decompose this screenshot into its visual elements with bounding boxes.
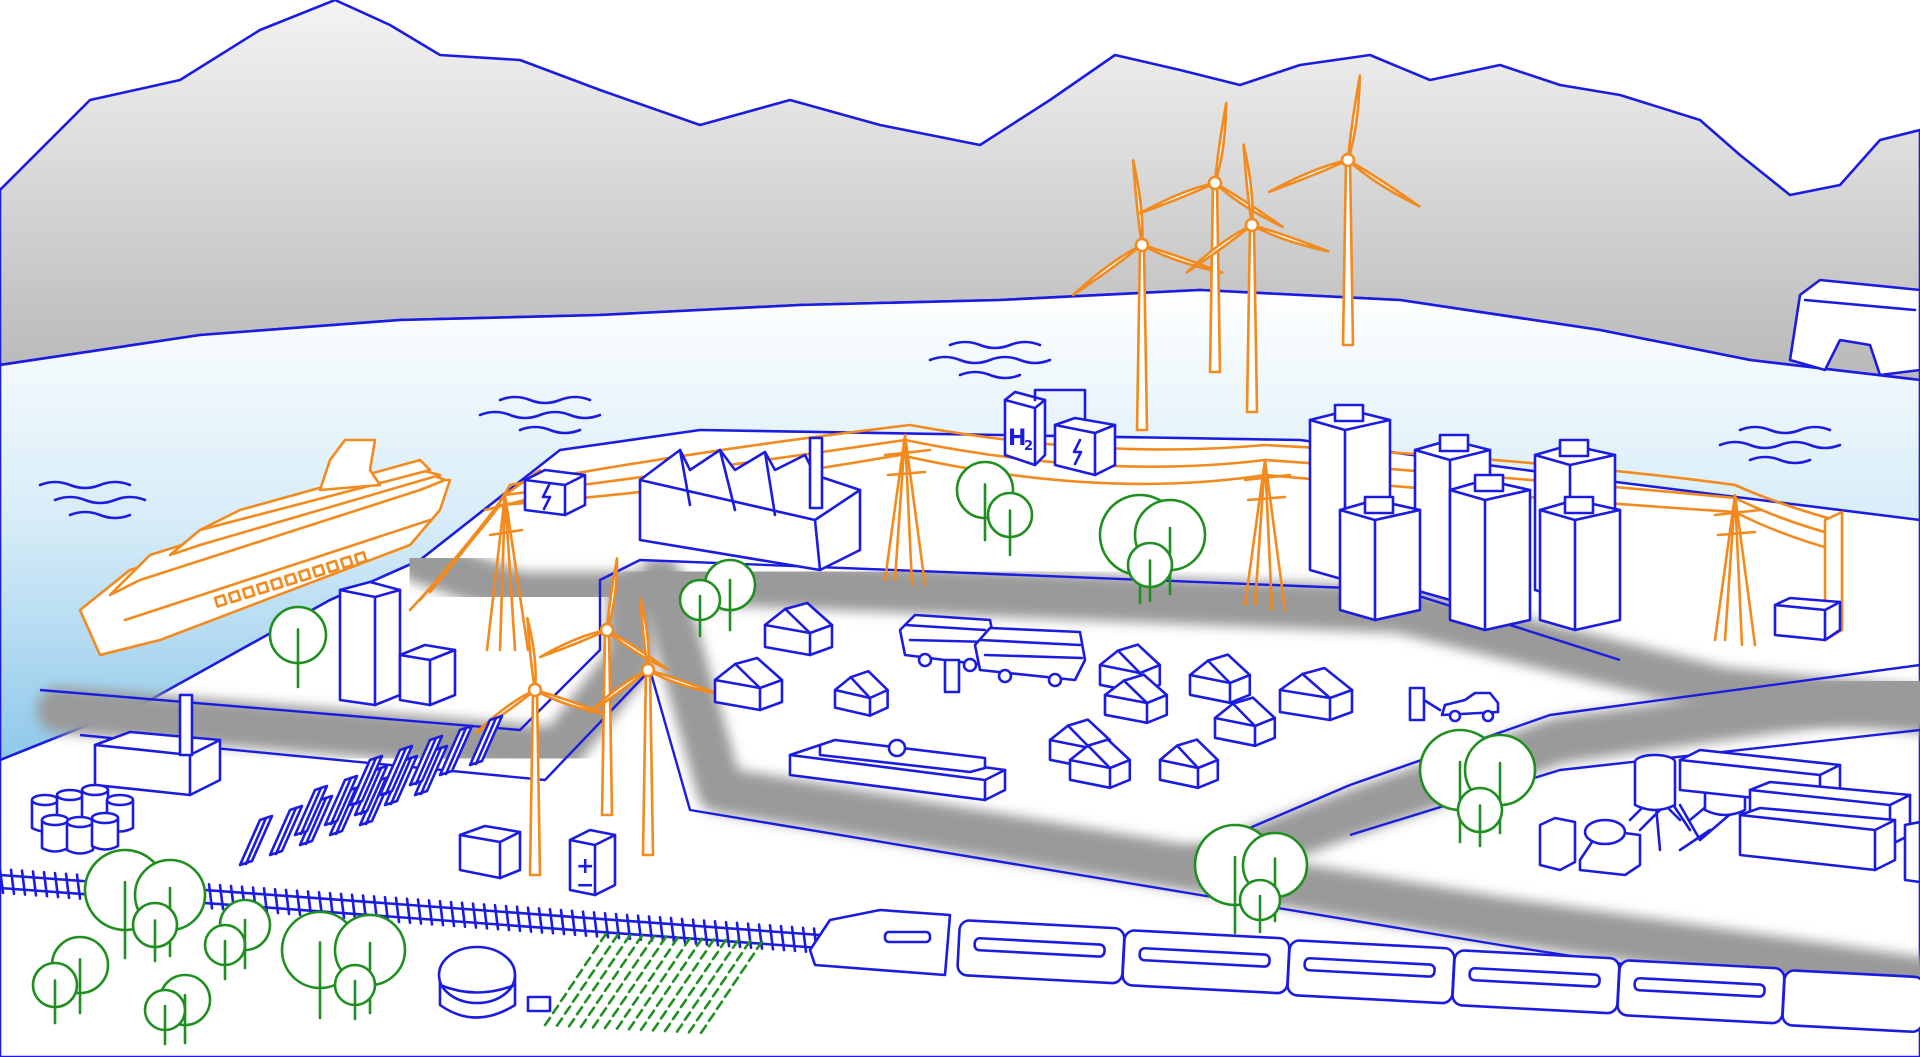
houses xyxy=(713,601,1354,790)
solar-panel xyxy=(323,774,359,827)
lightning-bolt-icon xyxy=(1072,438,1083,466)
crop-field xyxy=(543,932,764,1035)
substation-left xyxy=(523,468,587,517)
ev-charging-station xyxy=(1408,686,1442,722)
solar-panel-array xyxy=(238,714,504,867)
battery-storage: + − xyxy=(458,824,617,898)
house xyxy=(1213,696,1277,748)
solar-panel xyxy=(268,804,304,857)
solar-panel xyxy=(378,744,414,797)
electric-buses xyxy=(898,613,1087,694)
pylon-2 xyxy=(883,433,932,587)
wind-turbine xyxy=(1185,143,1330,414)
battery-plus-sign: + xyxy=(576,854,594,879)
tree xyxy=(333,963,377,1021)
factory xyxy=(638,436,862,572)
city-buildings xyxy=(1308,403,1842,642)
tree xyxy=(143,988,187,1046)
hydrogen-facility: H 2 xyxy=(1003,388,1117,477)
house xyxy=(1188,653,1252,705)
power-plant xyxy=(93,693,222,797)
electric-car xyxy=(1440,691,1500,723)
trees xyxy=(31,460,1537,1046)
solar-panel xyxy=(238,814,274,867)
solar-panel xyxy=(438,724,474,777)
house xyxy=(763,601,834,657)
pylon-3 xyxy=(1243,458,1292,612)
house xyxy=(1158,738,1220,790)
tree xyxy=(131,901,179,963)
house xyxy=(1278,666,1354,722)
tower-6 xyxy=(1538,495,1622,632)
tree xyxy=(1238,878,1282,934)
storage-tank xyxy=(40,813,70,853)
dam xyxy=(1788,278,1920,377)
wind-turbine xyxy=(588,596,718,857)
tree xyxy=(1126,541,1174,603)
long-building xyxy=(788,738,1007,802)
tree xyxy=(986,491,1034,557)
tree xyxy=(203,923,247,981)
tree xyxy=(1456,786,1504,848)
pylon-4 xyxy=(1713,493,1762,647)
house xyxy=(713,656,784,712)
storage-tank xyxy=(65,815,95,855)
storage-tank xyxy=(90,811,120,851)
biogas-digester xyxy=(437,945,552,1019)
tower-5 xyxy=(1448,473,1532,632)
wind-turbines xyxy=(475,74,1421,877)
tree xyxy=(31,961,79,1025)
office-building-left xyxy=(338,580,457,707)
pylon-1 xyxy=(483,493,530,652)
house xyxy=(833,669,889,717)
solar-panel xyxy=(293,784,329,837)
wind-turbine xyxy=(538,557,669,817)
hydrogen-subscript: 2 xyxy=(1024,439,1033,454)
house xyxy=(1103,673,1169,725)
train xyxy=(808,908,1920,1034)
ferry-ship xyxy=(78,438,452,657)
solar-panel xyxy=(348,754,384,807)
water-waves xyxy=(38,340,1842,520)
battery-minus-sign: − xyxy=(576,873,594,898)
wind-turbine xyxy=(1267,74,1421,347)
solar-panel xyxy=(468,714,504,767)
small-building-right xyxy=(1773,596,1842,642)
tree xyxy=(678,578,722,638)
tree xyxy=(268,605,328,689)
tower-4 xyxy=(1338,495,1422,622)
storage-tanks xyxy=(30,783,135,855)
hydrogen-symbol: H xyxy=(1008,426,1026,451)
industrial-plant xyxy=(1538,748,1920,884)
wind-turbine xyxy=(1071,159,1224,432)
lightning-bolt-icon xyxy=(541,483,552,511)
solar-panel xyxy=(408,734,444,787)
house xyxy=(1068,738,1132,790)
